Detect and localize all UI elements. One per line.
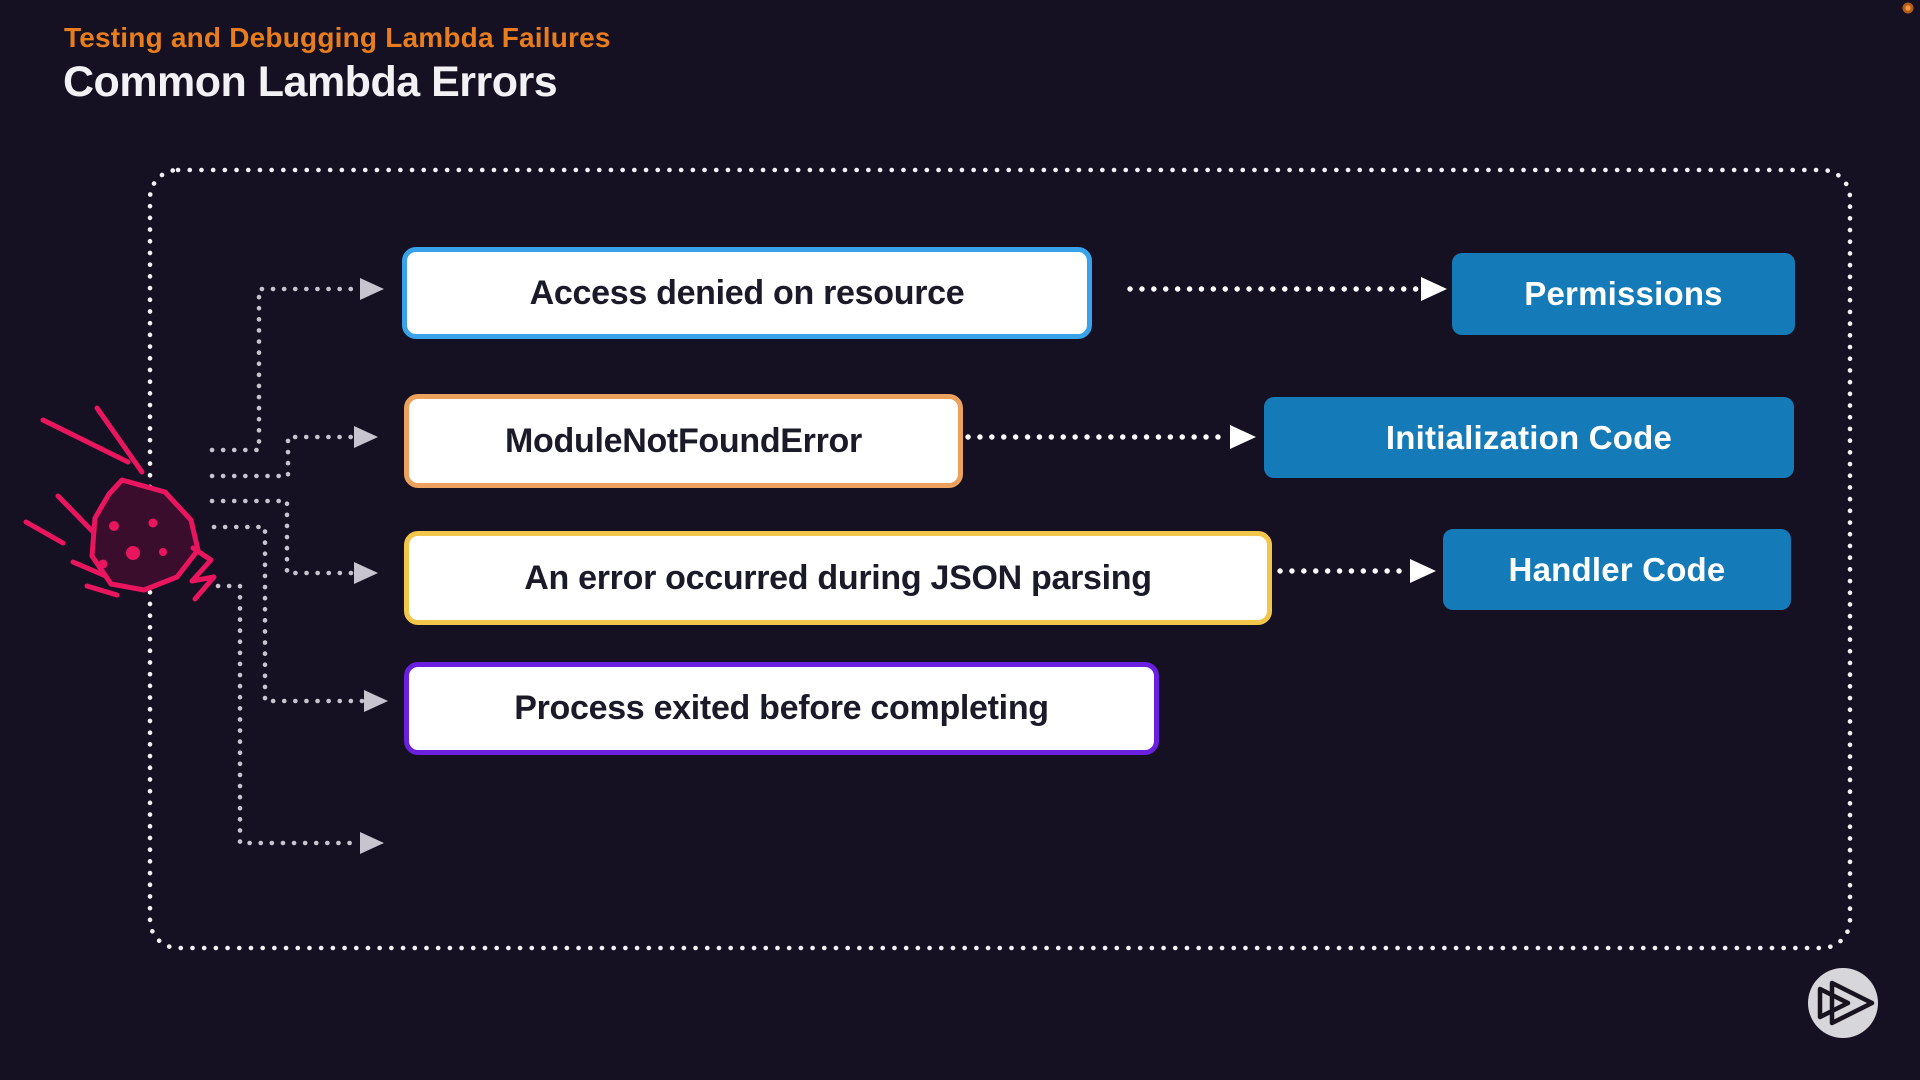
status-dot — [1902, 2, 1914, 14]
error-box-json-parsing: An error occurred during JSON parsing — [404, 531, 1272, 625]
error-box-label: Access denied on resource — [529, 273, 965, 312]
meteor-trail-line — [84, 583, 120, 598]
error-box-module-not-found: ModuleNotFoundError — [404, 394, 963, 488]
connector-to-box-4 — [211, 524, 365, 704]
target-node-handler-code: Handler Code — [1443, 529, 1791, 610]
target-node-label: Handler Code — [1508, 550, 1726, 588]
arrowhead-box-4 — [364, 690, 388, 712]
meteor-body — [89, 477, 201, 593]
connector-group — [209, 286, 365, 846]
arrowhead-box-1 — [360, 278, 384, 300]
connector-arrowheads — [354, 278, 388, 854]
arrowhead-empty — [360, 832, 384, 854]
target-node-label: Initialization Code — [1385, 418, 1673, 456]
arrowhead-init — [1230, 425, 1256, 449]
arrowhead-permissions — [1421, 277, 1447, 301]
meteor-craters — [98, 518, 167, 569]
pluralsight-play-logo — [1808, 968, 1878, 1038]
meteor-trail-line — [70, 559, 125, 586]
error-box-label: An error occurred during JSON parsing — [524, 558, 1152, 597]
logo-inner-triangle — [1817, 986, 1851, 1020]
meteor-trail-line — [55, 493, 106, 545]
error-box-label: ModuleNotFoundError — [505, 421, 862, 460]
meteor-trail-line — [40, 417, 131, 465]
module-title: Testing and Debugging Lambda Failures — [64, 22, 611, 53]
arrowhead-handler — [1410, 559, 1436, 583]
target-node-permissions: Permissions — [1452, 253, 1795, 335]
target-node-label: Permissions — [1524, 275, 1723, 312]
target-node-initialization-code: Initialization Code — [1264, 397, 1794, 478]
error-box-process-exited: Process exited before completing — [404, 662, 1159, 755]
meteor-trail-line — [23, 519, 66, 546]
logo-outer-triangle — [1829, 980, 1875, 1026]
meteor-icon — [23, 405, 217, 602]
error-box-access-denied: Access denied on resource — [402, 247, 1092, 339]
connector-to-empty — [215, 583, 361, 846]
meteor-trail-line — [94, 405, 145, 475]
arrowhead-box-2 — [354, 426, 378, 448]
slide-title: Common Lambda Errors — [63, 58, 558, 106]
connector-to-box-2 — [209, 434, 355, 479]
arrowhead-box-3 — [354, 562, 378, 584]
meteor-spark-zigzag — [189, 545, 217, 602]
connector-to-box-1 — [209, 286, 361, 453]
connector-to-box-3 — [209, 498, 355, 576]
logo-circle — [1808, 968, 1878, 1038]
error-box-label: Process exited before completing — [514, 689, 1049, 727]
